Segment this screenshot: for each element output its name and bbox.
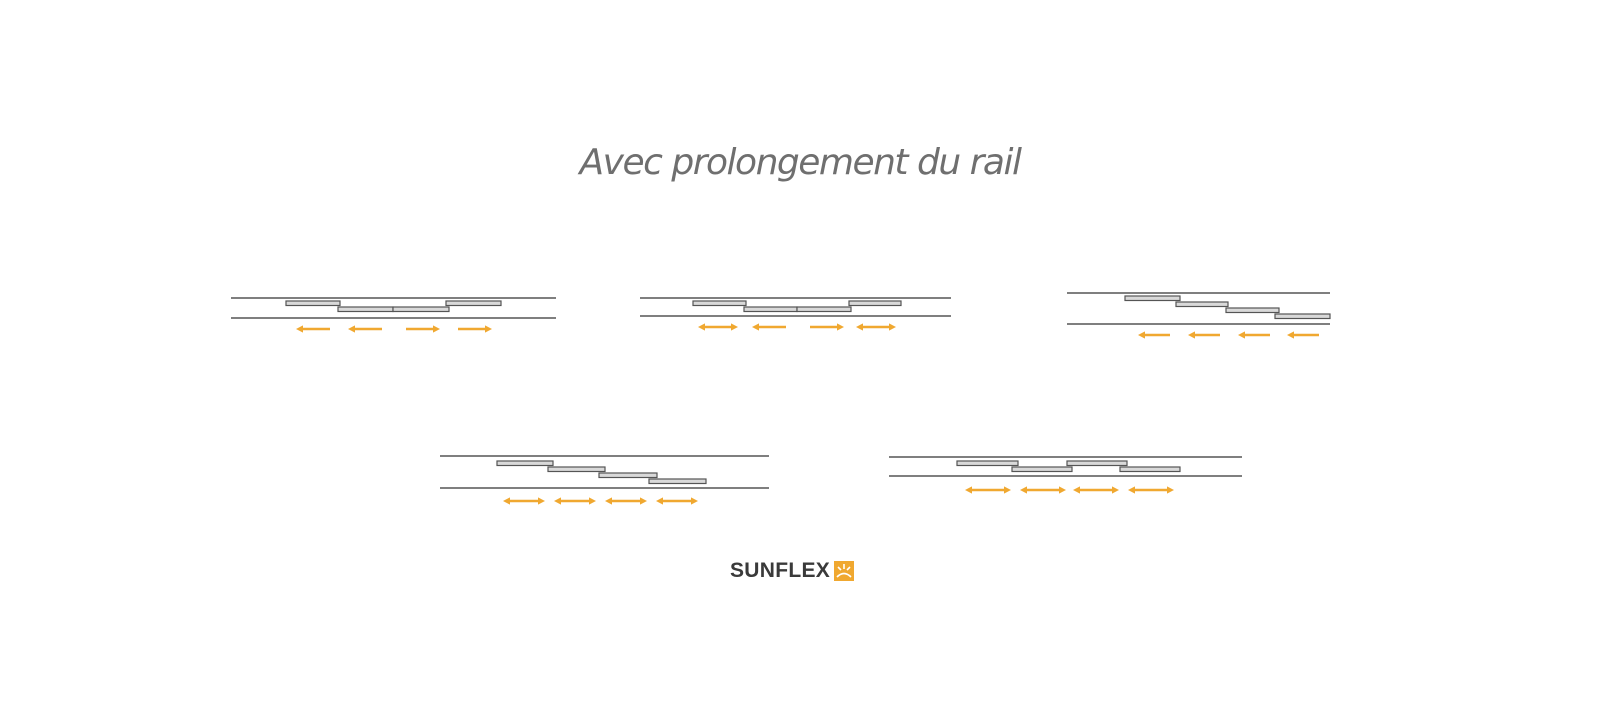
arrow-head-right	[1059, 486, 1066, 494]
arrow-head-left	[1188, 331, 1195, 339]
arrow-head-right	[1004, 486, 1011, 494]
sliding-panel	[1119, 466, 1181, 473]
sliding-panel	[445, 300, 502, 307]
arrow-head-left	[348, 325, 355, 333]
arrow-left-icon	[1238, 331, 1270, 339]
arrow-left-icon	[348, 325, 382, 333]
sliding-panel	[496, 460, 554, 467]
page-title: Avec prolongement du rail	[579, 142, 1022, 183]
arrow-left-icon	[296, 325, 330, 333]
sliding-panel	[1011, 466, 1073, 473]
arrow-head-left	[698, 323, 705, 331]
sun-logo-icon	[834, 561, 855, 581]
arrow-both-icon	[1073, 486, 1119, 494]
arrow-head-right	[837, 323, 844, 331]
sliding-panel	[285, 300, 341, 307]
sliding-panel	[547, 466, 606, 473]
arrow-both-icon	[605, 497, 647, 505]
arrow-both-icon	[965, 486, 1011, 494]
arrow-head-left	[656, 497, 663, 505]
arrow-head-left	[1128, 486, 1135, 494]
sliding-panel	[337, 306, 394, 313]
arrow-left-icon	[1138, 331, 1170, 339]
arrow-left-icon	[1287, 331, 1319, 339]
arrow-head-left	[1020, 486, 1027, 494]
arrow-left-icon	[752, 323, 786, 331]
arrow-both-icon	[503, 497, 545, 505]
config-3	[1067, 292, 1331, 339]
sliding-panel	[848, 300, 902, 307]
arrow-head-left	[1238, 331, 1245, 339]
sliding-panel	[956, 460, 1019, 467]
arrow-head-left	[1287, 331, 1294, 339]
arrow-head-right	[691, 497, 698, 505]
arrow-both-icon	[656, 497, 698, 505]
arrow-both-icon	[554, 497, 596, 505]
arrow-both-icon	[1020, 486, 1066, 494]
arrow-head-left	[1138, 331, 1145, 339]
arrow-head-left	[605, 497, 612, 505]
config-5	[889, 456, 1242, 494]
brand-name: SUNFLEX	[730, 559, 831, 582]
arrow-head-right	[731, 323, 738, 331]
arrow-head-right	[538, 497, 545, 505]
sliding-panel	[743, 306, 798, 313]
arrow-head-right	[889, 323, 896, 331]
arrow-both-icon	[1128, 486, 1174, 494]
config-1	[231, 297, 556, 333]
sliding-panel	[1175, 301, 1229, 308]
sliding-panel	[796, 306, 852, 313]
sliding-panel	[392, 306, 450, 313]
arrow-right-icon	[810, 323, 844, 331]
arrow-both-icon	[698, 323, 738, 331]
sliding-panel	[1274, 313, 1331, 320]
arrow-right-icon	[406, 325, 440, 333]
sliding-panel	[1066, 460, 1128, 467]
sliding-panel	[648, 478, 707, 485]
arrow-head-right	[433, 325, 440, 333]
arrow-head-right	[485, 325, 492, 333]
sliding-panel	[1225, 307, 1280, 314]
arrow-head-left	[1073, 486, 1080, 494]
arrow-left-icon	[1188, 331, 1220, 339]
sunflex-logo: SUNFLEX	[730, 559, 855, 583]
arrow-head-left	[752, 323, 759, 331]
config-2	[640, 297, 951, 331]
arrow-head-left	[503, 497, 510, 505]
sliding-panel	[1124, 295, 1181, 302]
arrow-head-right	[1167, 486, 1174, 494]
arrow-head-right	[640, 497, 647, 505]
arrow-head-left	[296, 325, 303, 333]
arrow-head-left	[856, 323, 863, 331]
arrow-head-right	[1112, 486, 1119, 494]
arrow-head-left	[554, 497, 561, 505]
arrow-head-left	[965, 486, 972, 494]
arrow-both-icon	[856, 323, 896, 331]
arrow-right-icon	[458, 325, 492, 333]
arrow-head-right	[589, 497, 596, 505]
sliding-panel	[598, 472, 658, 479]
sliding-panel	[692, 300, 747, 307]
config-4	[440, 455, 769, 505]
